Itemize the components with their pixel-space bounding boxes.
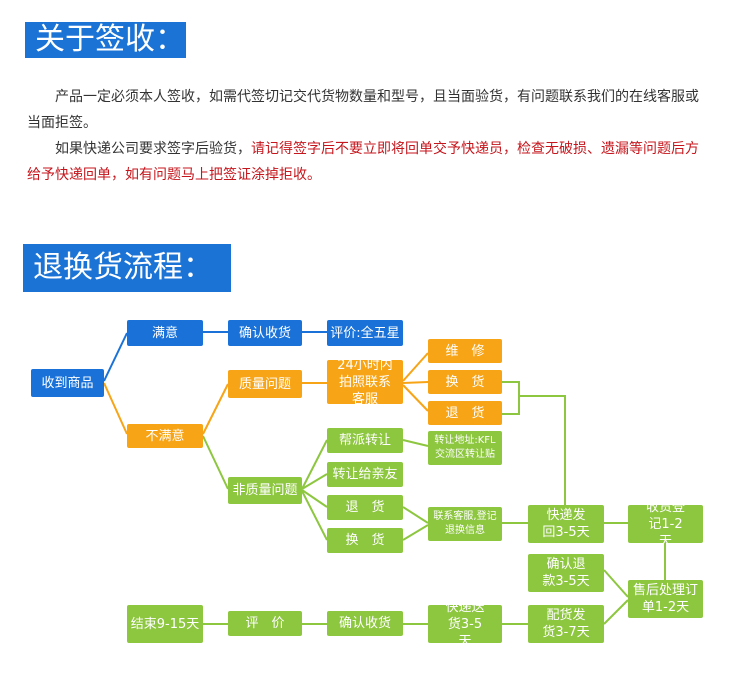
node-receive-register: 收货登记1-2天 [628,500,703,549]
connector [301,439,328,490]
node-review: 评 价 [228,611,302,636]
node-transfer-friend: 转让给亲友 [327,462,403,487]
connector [103,382,128,435]
node-refund-confirm: 确认退款3-5天 [528,554,604,592]
connector [402,439,429,447]
node-after-sales: 售后处理订单1-2天 [628,580,703,618]
connector [301,489,328,508]
node-review-five-star: 评价:全五星 [327,320,403,346]
connector [402,524,429,541]
node-unsatisfied: 不满意 [127,424,203,448]
node-exchange-top: 换 货 [428,370,502,394]
connector [402,381,429,384]
sign-paragraph-2: 如果快递公司要求签字后验货，请记得签字后不要立即将回单交予快递员，检查无破损、遗… [27,141,699,183]
node-receive: 收到商品 [31,369,104,397]
node-express-delivery: 快递送货3-5天 [428,600,502,649]
node-register-info: 联系客服,登记退换信息 [428,507,502,541]
node-redelivery: 配货发货3-7天 [528,605,604,643]
node-quality-issue: 质量问题 [228,370,302,398]
node-transfer-assign: 帮派转让 [327,428,403,453]
connector [301,490,328,541]
node-repair: 维 修 [428,339,502,363]
return-heading: 退换货流程： [23,244,231,292]
node-transfer-note: 转让地址:KFL交流区转让贴 [428,431,502,465]
connector [402,352,429,382]
connector [603,569,629,598]
connector [402,384,429,412]
connector [301,473,328,490]
node-exchange-bottom: 换 货 [327,528,403,553]
node-return-top: 退 货 [428,401,502,425]
node-contact-cs: 24小时内拍照联系客服 [327,358,403,407]
node-satisfied: 满意 [127,320,203,346]
node-confirm-receipt-top: 确认收货 [228,320,302,346]
connector [402,506,429,524]
flow-connectors [103,331,666,625]
connector [202,435,229,490]
node-ship-back: 快递发回3-5天 [528,505,604,543]
sign-heading: 关于签收： [25,22,186,58]
warning-text: 请记得签字后不要立即将回单交予快递员，检查无破损、遗漏等问题后方给予快递回单，如… [27,141,699,183]
connector [603,599,629,625]
node-end: 结束9-15天 [127,605,203,643]
connector [103,332,128,382]
node-confirm-receipt-bottom: 确认收货 [327,611,403,636]
connector [502,381,566,509]
connector [202,383,229,435]
node-return-bottom: 退 货 [327,495,403,520]
node-non-quality-issue: 非质量问题 [228,477,302,504]
sign-paragraph-1: 产品一定必须本人签收，如需代签切记交代货物数量和型号，且当面验货，有问题联系我们… [27,89,699,131]
